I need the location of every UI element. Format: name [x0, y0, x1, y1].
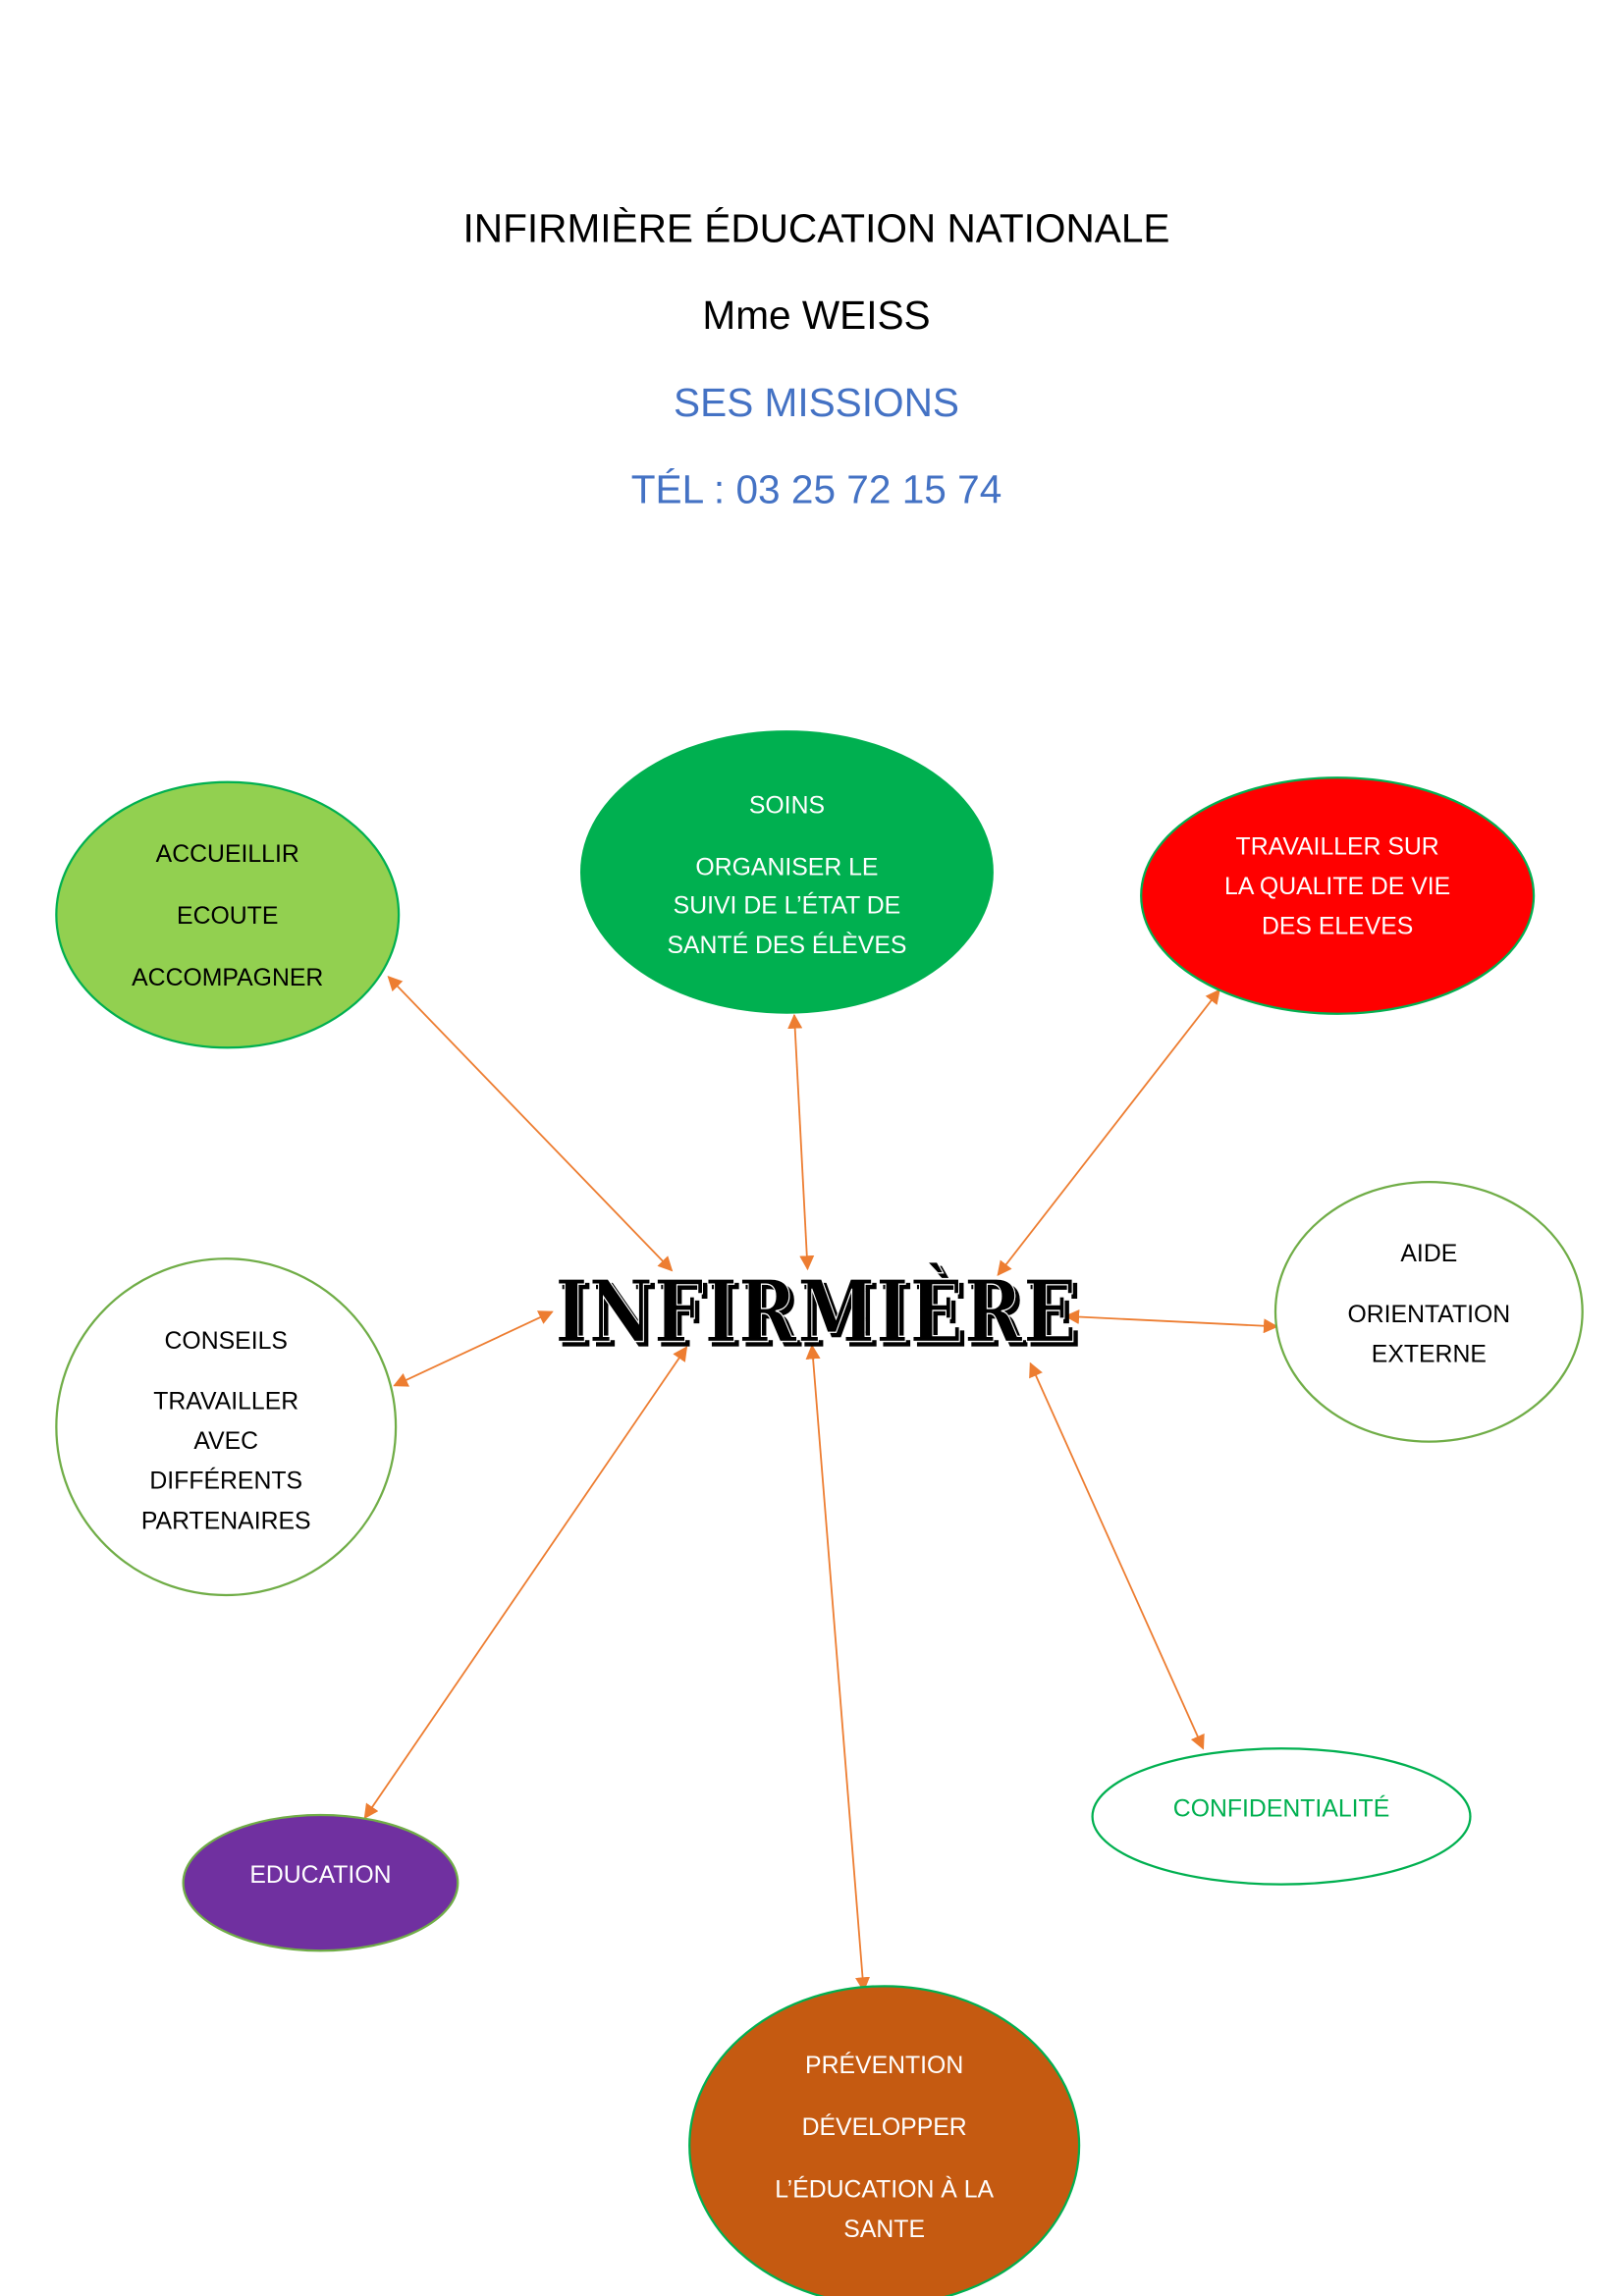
- bubble-text: ACCOMPAGNER: [132, 965, 323, 991]
- bubble-text: SANTÉ DES ÉLÈVES: [667, 933, 906, 959]
- bubble-text: DES ELEVES: [1262, 914, 1413, 940]
- missions-heading: SES MISSIONS: [674, 380, 959, 425]
- bubble-text: ACCUEILLIR: [156, 841, 299, 868]
- arrow-confidentialite: [1029, 1362, 1205, 1750]
- bubble-text: CONSEILS: [165, 1328, 288, 1355]
- phone-number: TÉL : 03 25 72 15 74: [631, 467, 1002, 512]
- arrow-qualite: [997, 988, 1220, 1276]
- bubble-text: LA QUALITE DE VIE: [1224, 874, 1450, 900]
- bubble-text: SANTE: [843, 2216, 925, 2243]
- bubble-text: ORGANISER LE: [695, 854, 878, 881]
- center-title-text: INFIRMIÈRE: [555, 1260, 1077, 1362]
- arrow-conseils: [393, 1310, 554, 1387]
- bubble-accueillir: ACCUEILLIR ECOUTE ACCOMPAGNER: [55, 780, 401, 1049]
- nurse-name: Mme WEISS: [702, 293, 930, 338]
- bubble-text: ECOUTE: [177, 903, 278, 930]
- bubble-text: L’ÉDUCATION À LA: [775, 2176, 994, 2203]
- bubble-soins: SOINS ORGANISER LE SUIVI DE L’ÉTAT DE SA…: [579, 730, 994, 1014]
- bubble-text: DIFFÉRENTS: [149, 1468, 302, 1495]
- bubble-text: AVEC: [193, 1428, 258, 1455]
- bubble-text: TRAVAILLER SUR: [1236, 833, 1439, 860]
- bubble-text: TRAVAILLER: [153, 1389, 298, 1415]
- arrow-accueillir: [387, 976, 674, 1272]
- bubble-text: ORIENTATION: [1347, 1302, 1510, 1328]
- bubble-text: PARTENAIRES: [141, 1508, 311, 1534]
- arrow-education: [363, 1346, 688, 1820]
- bubble-text: EXTERNE: [1372, 1341, 1487, 1367]
- bubble-text: PRÉVENTION: [805, 2053, 963, 2079]
- arrow-prevention: [805, 1344, 871, 1993]
- bubble-text: SUIVI DE L’ÉTAT DE: [674, 892, 901, 919]
- bubble-education: EDUCATION: [182, 1813, 460, 1952]
- document-title: INFIRMIÈRE ÉDUCATION NATIONALE: [463, 206, 1170, 251]
- bubble-prevention: PRÉVENTION DÉVELOPPER L’ÉDUCATION À LA S…: [688, 1985, 1081, 2296]
- bubble-qualite-de-vie: TRAVAILLER SUR LA QUALITE DE VIE DES ELE…: [1140, 776, 1536, 1015]
- bubble-text: DÉVELOPPER: [802, 2114, 967, 2141]
- bubble-text: SOINS: [749, 792, 825, 819]
- arrow-aide: [1064, 1309, 1279, 1334]
- bubble-conseils: CONSEILS TRAVAILLER AVEC DIFFÉRENTS PART…: [55, 1257, 398, 1597]
- bubble-text: EDUCATION: [249, 1862, 391, 1889]
- bubble-confidentialite: CONFIDENTIALITÉ: [1091, 1747, 1472, 1886]
- arrow-soins: [787, 1013, 815, 1271]
- bubble-text: CONFIDENTIALITÉ: [1173, 1795, 1389, 1822]
- connector-arrows: [363, 976, 1279, 1993]
- bubble-aide: AIDE ORIENTATION EXTERNE: [1273, 1180, 1584, 1443]
- bubble-text: AIDE: [1400, 1241, 1457, 1267]
